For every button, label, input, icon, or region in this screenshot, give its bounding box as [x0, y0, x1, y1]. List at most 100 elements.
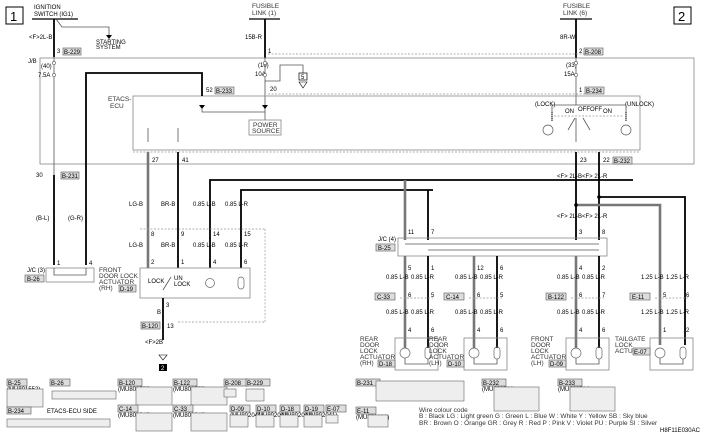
legend-connector-tag — [245, 378, 271, 387]
ground-ref: 2 — [161, 366, 165, 372]
ecu-pin-22-connector: B-232 — [614, 159, 631, 165]
ignition-connector: B-229 — [64, 50, 81, 56]
actuator-wire-label: 1.25 L-B — [641, 310, 664, 316]
starting-system-label-1: STARTING — [96, 40, 126, 46]
actuator-box — [394, 337, 439, 371]
connector-tag — [548, 359, 567, 368]
lock-label: (LOCK) — [535, 102, 555, 108]
ignition-switch-label-1: IGNITION — [34, 5, 61, 11]
page-ref-box-left — [5, 6, 24, 25]
wire-label: BR-B — [161, 202, 175, 208]
transistor-icon — [542, 124, 554, 136]
jb-out-pin: 30 — [36, 173, 43, 179]
wire-label: 0.85 L-R — [225, 202, 249, 208]
actuator-wire-label: 0.85 L-R — [582, 275, 606, 281]
connector-face — [135, 386, 173, 406]
jc4-box — [397, 237, 608, 257]
front-rh-label-2: DOOR LOCK — [99, 273, 139, 280]
ignition-pin: 3 — [57, 49, 61, 55]
connector-face — [493, 386, 540, 412]
actuator-label: DOOR — [531, 342, 551, 349]
legend-connector-id: B-231 — [357, 381, 374, 387]
lock-switch-unlock-1: UN — [174, 276, 183, 282]
connector-tag — [377, 359, 396, 368]
legend-connector-tag — [481, 378, 507, 387]
actuator-top-pin: 5 — [408, 266, 412, 272]
actuator-wire-label: 0.85 L-B — [455, 275, 478, 281]
on-label-left: ON — [565, 109, 574, 115]
front-rh-wire-labels: LG-B BR-B 0.85 L-B 0.85 L-R 8 9 14 15 LG… — [129, 202, 251, 266]
ground-icon — [158, 354, 168, 361]
actuator-connector: D-18 — [379, 362, 393, 368]
fuse-terminal — [52, 61, 56, 65]
legend-part-number: (MU801545) — [173, 413, 206, 419]
ground-pin: 3 — [166, 303, 170, 309]
jc3-pin-1: 1 — [57, 261, 61, 267]
legend-connector-tag — [557, 378, 583, 387]
legend-part-number: (MU801575) — [173, 387, 206, 393]
legend-connector-tag — [172, 378, 198, 387]
jc3-box — [45, 267, 95, 283]
legend-connector-id: C-33 — [174, 407, 188, 413]
connector-face — [229, 414, 249, 428]
legend-connector-id: D-19 — [305, 407, 319, 413]
motor-icon — [205, 278, 215, 288]
actuator-top-pin: 6 — [500, 266, 504, 272]
fusible-link-1-label-2: LINK (1) — [252, 10, 276, 17]
actuator-mid-pin: 7 — [602, 293, 606, 299]
fuse-b-branch — [265, 64, 304, 82]
fuse-terminal — [52, 73, 56, 77]
fuse-terminal — [574, 73, 578, 77]
figure-code: H8F11E030AC — [660, 428, 701, 434]
actuator-wire-label: 1.25 L-R — [666, 310, 690, 316]
connector-tag — [62, 47, 82, 56]
legend-connector-id: D-10 — [257, 407, 271, 413]
connector-face — [375, 380, 465, 402]
relay-contact-right — [582, 117, 591, 131]
actuator-top-pin: 12 — [477, 266, 484, 272]
jc3-label: J/C (3) — [27, 268, 45, 274]
jb-out-connector: B-231 — [62, 174, 79, 180]
connector-tag — [375, 243, 396, 252]
legend-connector-id: B-234 — [8, 409, 25, 415]
ground-wire-code: B — [157, 310, 161, 316]
actuator-connector: E-07 — [634, 350, 647, 356]
pin: 4 — [213, 260, 217, 266]
actuator-wire-label: 1.25 L-R — [666, 275, 690, 281]
etacs-ecu-box — [132, 95, 641, 151]
wire-label: BR-B — [161, 243, 175, 249]
actuator-pin: 6 — [602, 328, 606, 334]
fuse-c-connector: B-234 — [586, 89, 603, 95]
legend-part-number: (MU801555) — [118, 387, 151, 393]
wire-22-label: <F> 2L-R — [582, 174, 608, 180]
actuator-wire-label: 0.85 L-R — [582, 310, 606, 316]
diode-join — [201, 109, 265, 113]
starting-system-wire — [55, 18, 110, 36]
legend-connector-tag — [255, 404, 277, 413]
connector-face — [190, 412, 228, 432]
legend-connector-tag — [325, 404, 347, 413]
actuator-wire-label: 1.25 L-B — [641, 275, 664, 281]
legend-connector-id: B-232 — [483, 381, 500, 387]
lock-switch-icon — [162, 276, 172, 291]
unlock-label: (UNLOCK) — [625, 102, 654, 108]
legend-connector-id: E-07 — [327, 407, 340, 413]
connector-face — [279, 414, 299, 428]
actuator-mid-pin: 5 — [500, 293, 504, 299]
colour-code-row-1: B : Black LG : Light green G : Green L :… — [419, 413, 648, 420]
actuator-pin: 4 — [477, 328, 481, 334]
actuator-box — [565, 337, 610, 371]
motor-icon — [654, 347, 666, 359]
mid-pin: 9 — [181, 232, 185, 238]
junction-block — [39, 57, 695, 165]
jc4-pin-11: 11 — [408, 230, 415, 236]
mid-pin: 8 — [151, 232, 155, 238]
pin: 2 — [151, 260, 155, 266]
front-rh-label-1: FRONT — [99, 267, 121, 274]
fusible-6-connector: B-208 — [585, 50, 602, 56]
ignition-wire-code: <F>2L-B — [29, 35, 52, 41]
connector-face — [569, 386, 616, 412]
actuator-pin: 4 — [408, 328, 412, 334]
